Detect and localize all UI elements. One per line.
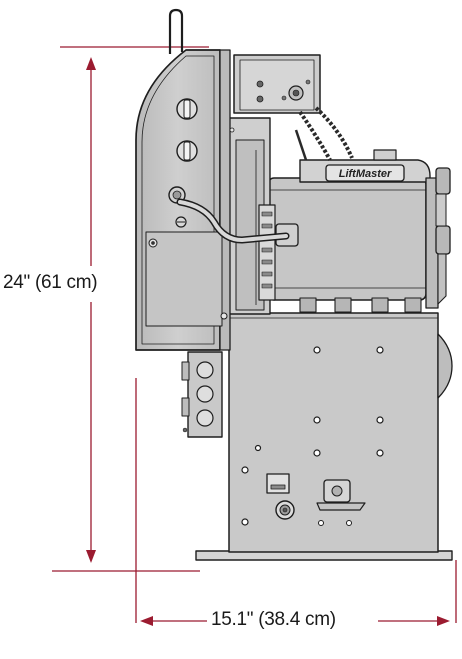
width-dimension-label: 15.1" (38.4 cm) <box>211 609 336 630</box>
height-dimension <box>52 46 209 572</box>
motor-feet <box>299 297 422 313</box>
limit-switch-box <box>233 54 321 114</box>
motor-coupling <box>425 167 451 309</box>
switch-box <box>266 473 290 494</box>
rear-hub <box>437 333 453 399</box>
height-dimension-label: 24" (61 cm) <box>3 272 98 293</box>
terminal-block <box>258 204 276 301</box>
width-arrow-right <box>437 616 450 626</box>
width-arrow-left <box>140 616 153 626</box>
hanger-rod <box>168 8 184 54</box>
release-handle <box>316 479 366 526</box>
round-knob <box>275 500 295 520</box>
push-button-top <box>176 98 198 120</box>
height-arrow-up <box>86 57 96 70</box>
brand-label: LiftMaster <box>339 168 392 180</box>
push-button-middle <box>176 140 198 162</box>
height-arrow-down <box>86 550 96 563</box>
control-box <box>181 351 223 438</box>
lower-housing <box>228 312 439 553</box>
drive-chain <box>298 106 354 161</box>
brand-plate <box>325 164 405 182</box>
operator-unit <box>135 8 453 561</box>
housing-screws <box>241 346 384 526</box>
width-dimension <box>135 378 457 626</box>
